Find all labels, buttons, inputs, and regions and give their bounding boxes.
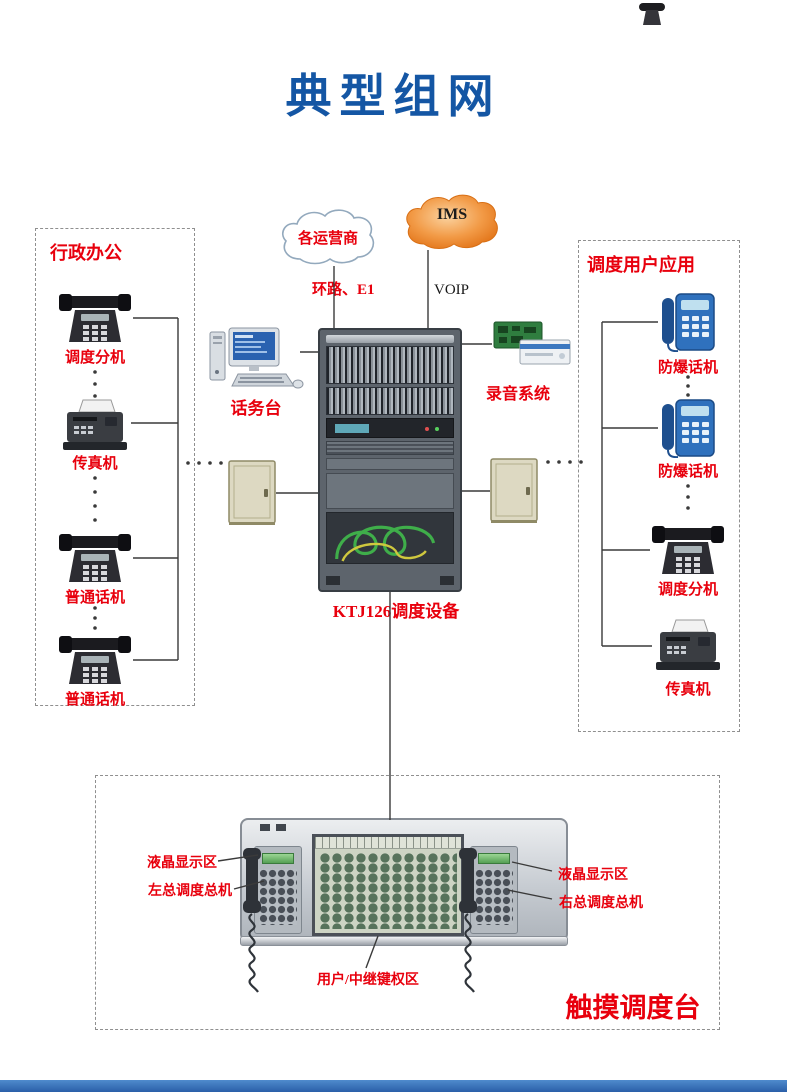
device-label: 防爆话机 xyxy=(657,360,718,376)
left-keypad xyxy=(259,869,297,925)
device-label: 普通话机 xyxy=(64,692,125,708)
operator-console-label: 话务台 xyxy=(230,399,282,418)
key-area-label: 用户/中继键权区 xyxy=(317,973,419,988)
cloud-shape xyxy=(281,209,375,265)
ims-cloud-label: IMS xyxy=(436,206,468,223)
console-speaker-grill xyxy=(276,824,286,831)
right-main-operator-label: 右总调度总机 xyxy=(559,896,643,911)
desk-phone-icon xyxy=(57,532,133,584)
rack-blank-panel xyxy=(326,473,454,509)
right-keypad xyxy=(475,869,513,925)
loop-e1-label: 环路、E1 xyxy=(312,282,375,298)
rack-feet xyxy=(326,576,454,585)
fax-machine-icon xyxy=(59,398,131,454)
desk-phone-icon xyxy=(57,634,133,686)
ims-cloud: IMS xyxy=(402,192,502,252)
console-speaker-grill xyxy=(260,824,270,831)
device-label: 调度分机 xyxy=(64,350,125,366)
rack-display-panel xyxy=(326,418,454,438)
ktj126-rack xyxy=(318,328,462,592)
left-handset-module xyxy=(254,846,302,934)
left-handset-icon xyxy=(240,848,264,1016)
operators-cloud-label: 各运营商 xyxy=(297,231,358,247)
rack-top-panel xyxy=(326,335,454,343)
device-label: 普通话机 xyxy=(64,590,125,606)
explosion-proof-phone-icon xyxy=(660,398,716,458)
rack-vent-panel xyxy=(326,441,454,455)
device-label: 传真机 xyxy=(72,456,118,472)
recording-system-icon xyxy=(492,320,572,368)
left-lcd-display xyxy=(262,853,294,864)
console-key-grid xyxy=(319,853,457,929)
touch-console-title: 触摸调度台 xyxy=(565,993,701,1023)
right-handset-icon xyxy=(456,848,480,1016)
footer-bar xyxy=(0,1080,787,1092)
cloud-shape xyxy=(406,194,498,249)
rack-label: KTJ126调度设备 xyxy=(332,602,460,621)
desk-phone-icon xyxy=(650,524,726,576)
dispatch-users-group: 调度用户应用 xyxy=(578,240,740,732)
device-label: 传真机 xyxy=(665,682,711,698)
right-lcd-display xyxy=(478,853,510,864)
rack-card-row xyxy=(326,346,454,384)
lcd-left-label: 液晶显示区 xyxy=(147,856,217,871)
distribution-cabinet-icon xyxy=(490,458,538,524)
distribution-cabinet-icon xyxy=(228,460,276,526)
page-title: 典型组网 xyxy=(285,70,502,122)
explosion-proof-phone-icon xyxy=(660,292,716,352)
rack-cable-area xyxy=(326,512,454,564)
rack-card-row xyxy=(326,387,454,415)
decorative-phone-icon xyxy=(636,1,668,27)
operator-console-icon xyxy=(208,326,304,390)
admin-office-title: 行政办公 xyxy=(50,243,122,263)
console-screen-header xyxy=(315,837,461,849)
fax-machine-icon xyxy=(652,618,724,674)
lcd-right-label: 液晶显示区 xyxy=(558,868,628,883)
touch-console-group xyxy=(95,775,720,1030)
console-touch-screen xyxy=(312,834,464,936)
admin-office-group: 行政办公 xyxy=(35,228,195,706)
voip-label: VOIP xyxy=(434,282,470,298)
console-front-edge xyxy=(240,936,568,946)
device-label: 调度分机 xyxy=(657,582,718,598)
touch-console xyxy=(240,818,568,946)
cables-graphic xyxy=(335,525,436,562)
dispatch-users-title: 调度用户应用 xyxy=(587,255,695,275)
desk-phone-icon xyxy=(57,292,133,344)
device-label: 防爆话机 xyxy=(657,464,718,480)
rack-blank-panel xyxy=(326,458,454,470)
operators-cloud: 各运营商 xyxy=(278,206,378,268)
left-main-operator-label: 左总调度总机 xyxy=(148,884,232,899)
recording-system-label: 录音系统 xyxy=(485,386,550,403)
